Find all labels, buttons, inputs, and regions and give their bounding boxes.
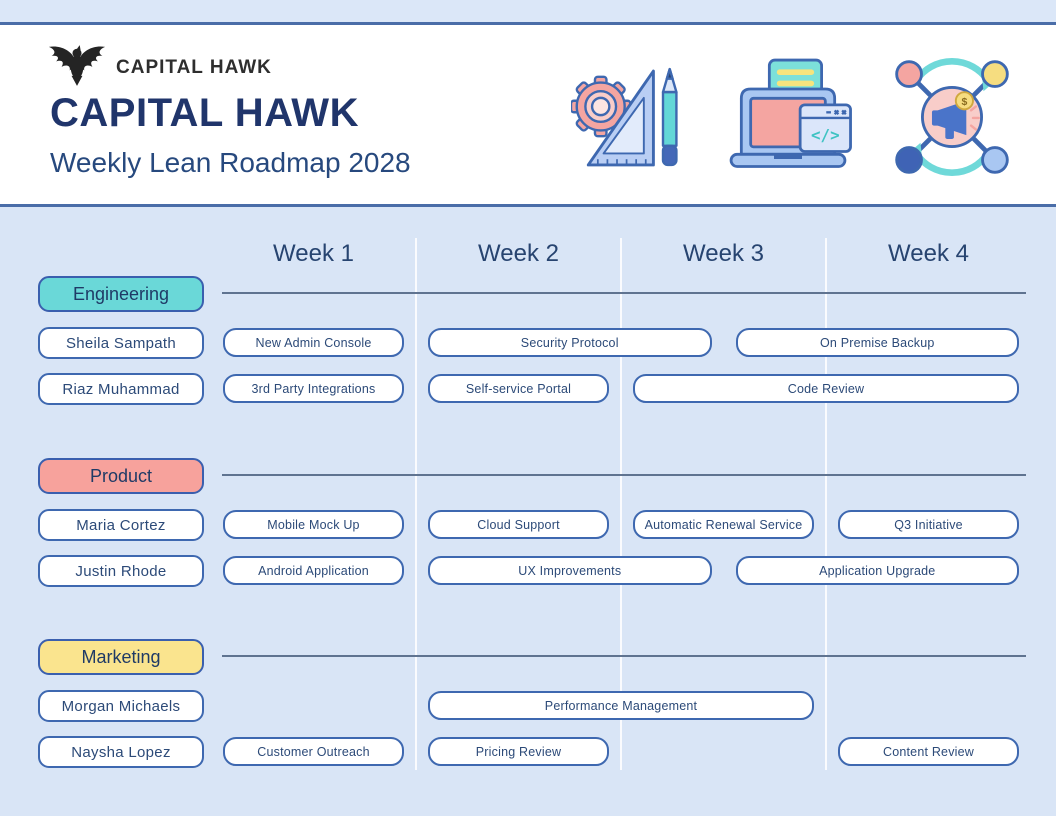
header-illustrations: </> [569,55,1014,184]
section-label-engineering: Engineering [38,276,204,312]
section-label-product: Product [38,458,204,494]
task-bar: New Admin Console [223,328,404,357]
week-header-3: Week 3 [683,240,764,267]
team-member-name: Justin Rhode [38,555,204,587]
task-bar: Pricing Review [428,737,609,766]
task-bar: Android Application [223,556,404,585]
section-line [222,292,1026,294]
svg-text:$: $ [961,97,967,108]
page-subtitle: Weekly Lean Roadmap 2028 [50,147,411,178]
week-header-4: Week 4 [888,240,969,267]
week-header-1: Week 1 [273,240,354,267]
task-bar: Automatic Renewal Service [633,510,814,539]
week-column-divider [415,238,417,770]
section-line [222,474,1026,476]
top-border-strip [0,0,1056,22]
team-member-name: Sheila Sampath [38,327,204,359]
team-member-name: Naysha Lopez [38,736,204,768]
task-bar: Cloud Support [428,510,609,539]
svg-text:</>: </> [811,125,840,144]
task-bar: Customer Outreach [223,737,404,766]
section-label-marketing: Marketing [38,639,204,675]
week-column-divider [825,238,827,770]
task-bar: UX Improvements [428,556,712,585]
task-bar: On Premise Backup [735,328,1019,357]
task-bar: Application Upgrade [735,556,1019,585]
logo: CAPITAL HAWK [48,43,272,92]
week-header-2: Week 2 [478,240,559,267]
task-bar: Performance Management [428,691,814,720]
header: CAPITAL HAWK CAPITAL HAWK Weekly Lean Ro… [0,22,1056,207]
hawk-logo-icon [48,43,106,92]
team-member-name: Maria Cortez [38,509,204,541]
week-column-divider [620,238,622,770]
team-member-name: Morgan Michaels [38,690,204,722]
laptop-code-icon: </> [718,55,858,184]
team-member-name: Riaz Muhammad [38,373,204,405]
design-tools-icon [569,57,686,184]
logo-text: CAPITAL HAWK [116,56,272,78]
section-line [222,655,1026,657]
marketing-network-icon: $ [890,55,1014,184]
page-title: CAPITAL HAWK [50,91,359,135]
task-bar: Content Review [838,737,1019,766]
task-bar: Q3 Initiative [838,510,1019,539]
task-bar: Self-service Portal [428,374,609,403]
task-bar: Security Protocol [428,328,712,357]
task-bar: Mobile Mock Up [223,510,404,539]
task-bar: Code Review [633,374,1019,403]
task-bar: 3rd Party Integrations [223,374,404,403]
